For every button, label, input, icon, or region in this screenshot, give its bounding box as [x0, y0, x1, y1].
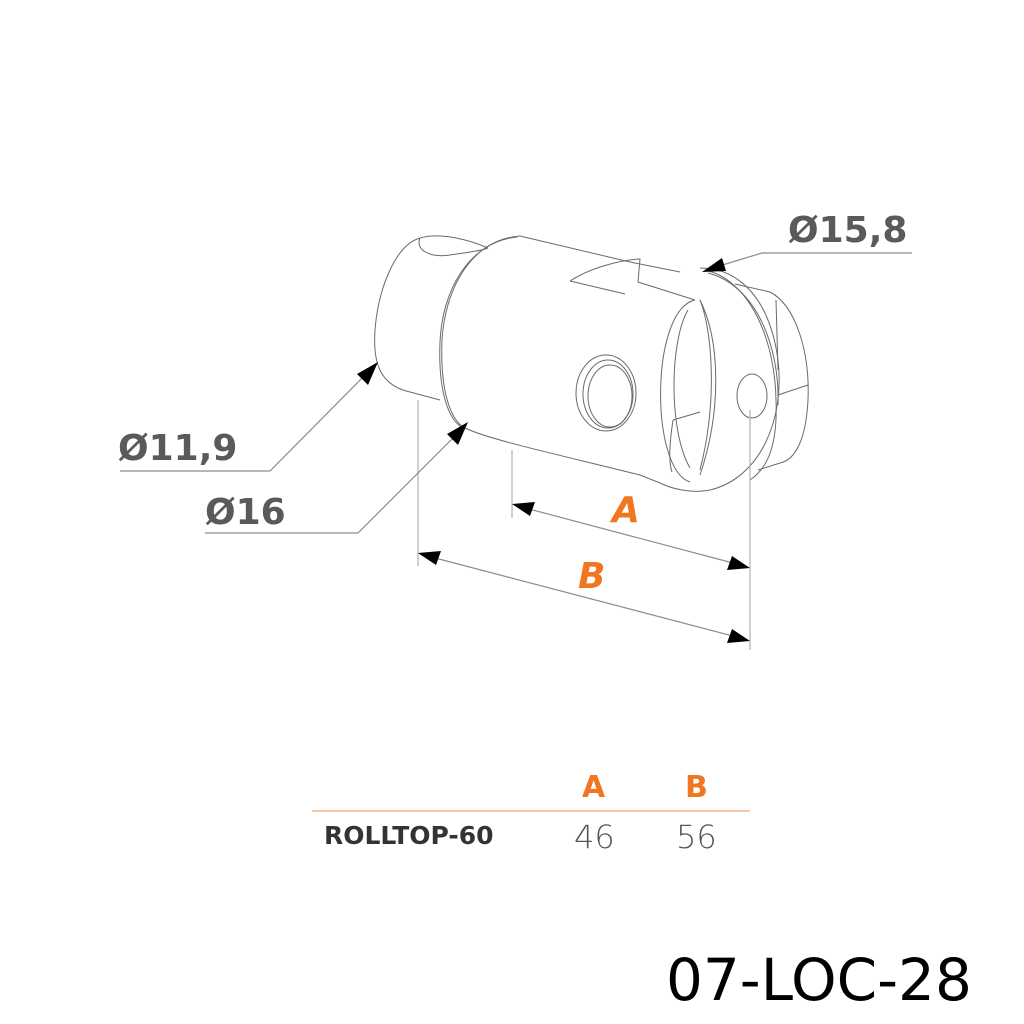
dimension-a: A — [512, 490, 750, 570]
pin-hole — [736, 373, 768, 419]
dimension-line-a — [513, 504, 749, 568]
arrow-a-left — [512, 502, 535, 516]
leader-line-end-diameter — [705, 252, 912, 271]
end-ring-inner-2 — [673, 299, 717, 476]
dimension-label-b: B — [578, 556, 605, 597]
small-cylinder-top-edge — [419, 235, 489, 249]
arrow-b-left — [418, 551, 441, 565]
side-hole-inner — [587, 364, 633, 428]
dimension-label-a: A — [609, 490, 640, 531]
side-hole-outer — [575, 354, 637, 432]
arrow-a-right — [727, 556, 750, 570]
leader-end-diameter: Ø15,8 — [702, 210, 912, 272]
small-cylinder — [374, 237, 441, 401]
main-body-left-face — [441, 235, 521, 429]
leader-small-diameter: Ø11,9 — [118, 362, 378, 472]
end-ring-front — [660, 299, 696, 483]
dimension-end-diameter: Ø15,8 — [788, 210, 907, 251]
end-ring-inner — [699, 299, 712, 471]
arrow-end-diameter — [702, 258, 726, 272]
table-header-b: B — [685, 770, 708, 805]
table-row-value-b: 56 — [676, 818, 717, 856]
arrow-body-diameter — [447, 422, 468, 445]
side-hole-mid — [582, 359, 634, 429]
extension-lines — [417, 400, 751, 650]
product-code: 07-LOC-28 — [666, 946, 972, 1014]
table-row-value-a: 46 — [574, 818, 615, 856]
dimension-table: A B ROLLTOP-60 46 56 — [312, 770, 750, 856]
arrow-b-right — [727, 629, 750, 643]
main-body-bottom-edge — [464, 427, 661, 484]
main-body-left-face-inner — [439, 236, 518, 429]
top-slot — [569, 258, 696, 301]
far-end-cap — [734, 283, 809, 471]
arrow-small-diameter — [357, 362, 378, 385]
end-ring-band-2 — [707, 272, 779, 406]
leader-line-small-diameter — [120, 367, 373, 472]
dimension-b: B — [418, 551, 750, 643]
far-end-cap-flat — [775, 299, 809, 396]
dimension-line-b — [419, 553, 749, 641]
table-header-a: A — [582, 770, 606, 805]
main-body-top-edge — [519, 235, 681, 273]
leader-line-body-diameter — [205, 427, 464, 534]
dimension-body-diameter: Ø16 — [205, 492, 286, 533]
part-illustration — [374, 235, 809, 492]
dimension-small-diameter: Ø11,9 — [118, 428, 237, 469]
end-ring-outer — [659, 267, 780, 492]
table-row-model: ROLLTOP-60 — [324, 821, 494, 850]
cut-face — [669, 411, 701, 473]
leader-body-diameter: Ø16 — [205, 422, 468, 534]
